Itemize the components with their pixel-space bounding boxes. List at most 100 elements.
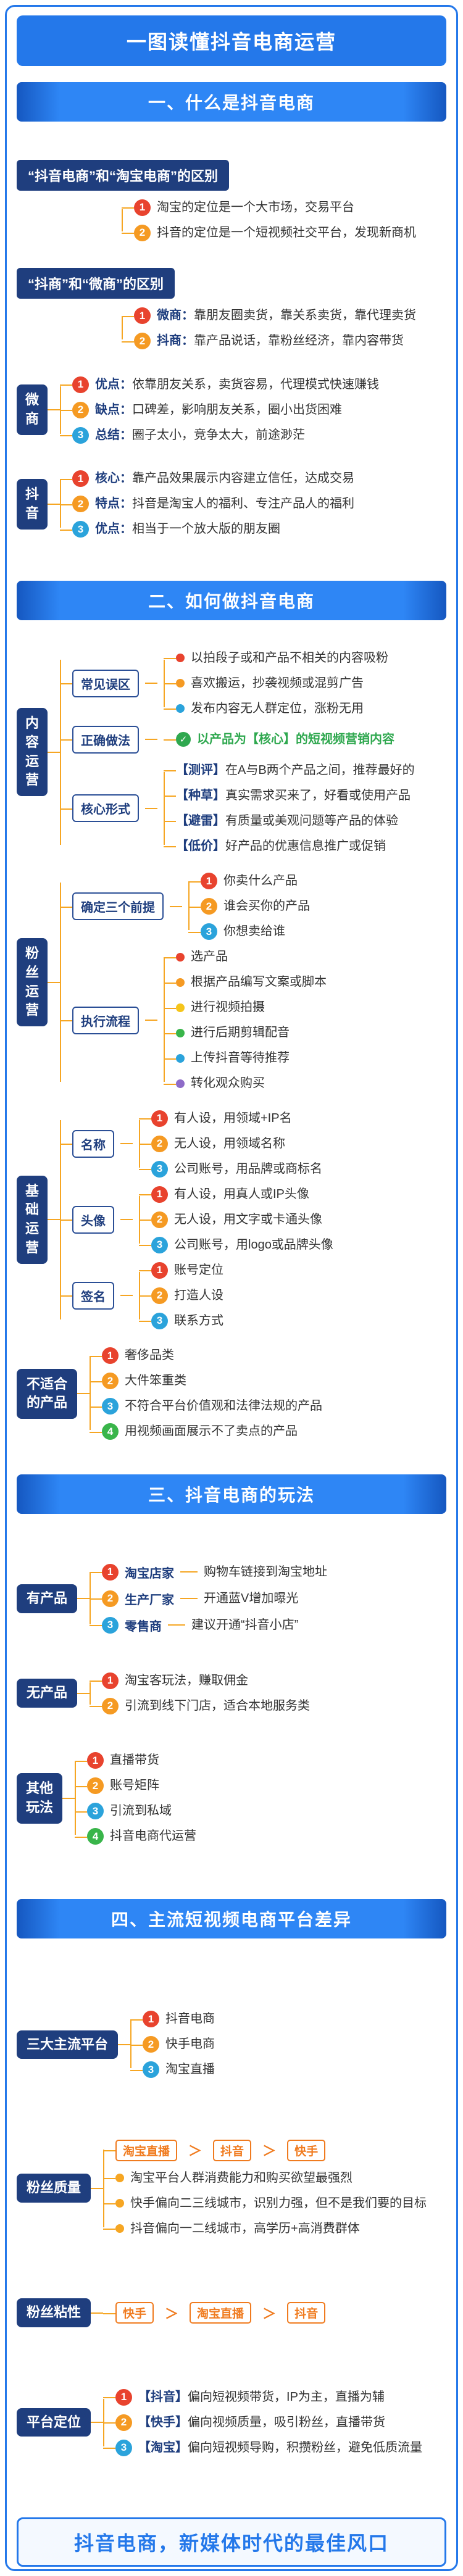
item-list: 淘宝直播 ＞ 抖音 ＞ 快手 淘宝平台人群消费能力和购买欲望最强烈 快手偏向二三… (103, 2139, 446, 2237)
item-text: 打造人设 (174, 1288, 223, 1302)
category-pill-fans-ops: 粉丝运营 (17, 938, 48, 1027)
list-item: 3 优点：相当于一个放大版的朋友圈 (60, 521, 446, 538)
item-text: 用视频画面展示不了卖点的产品 (125, 1424, 298, 1439)
item-tag: 缺点： (95, 402, 132, 417)
sub-branch-signature: 签名 1 账号定位 2 打造人设 3 联系方式 (60, 1261, 446, 1329)
ranking-row: 快手 ＞ 淘宝直播 ＞ 抖音 (103, 2302, 446, 2324)
item-tag: 特点： (95, 497, 132, 511)
item-text: 谁会买你的产品 (223, 899, 310, 913)
connector-line (77, 1598, 90, 1600)
bullet-dot-icon (176, 704, 185, 713)
item-text: 有人设，用真人或IP头像 (174, 1187, 309, 1201)
number-badge: 2 (72, 401, 89, 418)
item-text: 发布内容无人群定位，涨粉无用 (191, 701, 364, 715)
item-text: 公司账号，用品牌或商标名 (174, 1161, 322, 1176)
item-body: 抖音是淘宝人的福利、专注产品人的福利 (132, 497, 354, 511)
number-badge: 2 (87, 1777, 104, 1795)
connector-line (91, 2422, 104, 2424)
item-text: 核心：靠产品效果展示内容建立信任，达成交易 (95, 470, 354, 487)
item-list: ✓ 以产品为【核心】的短视频营销内容 (164, 731, 446, 748)
section-3-content: 有产品 1 淘宝店家 购物车链接到淘宝地址 2 生产厂家 开通蓝V增加曝光 3 (17, 1525, 446, 1883)
sub-label: 常见误区 (72, 669, 139, 697)
item-text: 开通蓝V增加曝光 (204, 1591, 299, 1605)
number-badge: 3 (151, 1236, 168, 1253)
block-unsuitable: 不适合的产品 1 奢侈品类 2 大件笨重类 3 不符合平台价值观和法律法规的产品… (17, 1347, 446, 1440)
section-1-content: “抖音电商”和“淘宝电商”的区别 1 淘宝的定位是一个大市场，交易平台 2 抖音… (17, 133, 446, 565)
connector-line (91, 2312, 104, 2314)
item-text: 你想卖给谁 (223, 924, 285, 939)
item-text: 微商：靠朋友圈卖货，靠关系卖货，靠代理卖货 (157, 307, 416, 324)
item-text: 总结：圈子太小，竞争太大，前途渺茫 (95, 427, 305, 444)
sub-branch-correct: 正确做法 ✓ 以产品为【核心】的短视频营销内容 (60, 725, 446, 754)
connector-line (48, 409, 60, 411)
category-pill-weishang: 微商 (17, 384, 48, 436)
sub-label: 核心形式 (72, 794, 139, 823)
list-item: 3 公司账号，用品牌或商标名 (139, 1160, 446, 1178)
item-body: 偏向短视频带货，IP为主，直播为辅 (188, 2390, 385, 2404)
list-item: 1 直播带货 (75, 1752, 446, 1769)
connector-line (145, 683, 157, 684)
item-list: 以拍段子或和产品不相关的内容吸粉 喜欢搬运，抄袭视频或混剪广告 发布内容无人群定… (164, 650, 446, 717)
item-text: 【抖音】偏向短视频带货，IP为主，直播为辅 (138, 2389, 385, 2406)
platform-chip: 淘宝直播 (115, 2139, 178, 2161)
number-badge: 3 (151, 1160, 168, 1178)
item-list: 选产品 根据产品编写文案或脚本 进行视频拍摄 进行后期剪辑配音 (164, 949, 446, 1092)
number-badge: 2 (102, 1373, 119, 1390)
number-badge: 2 (102, 1590, 119, 1607)
number-badge: 2 (151, 1287, 168, 1304)
ranking-row: 淘宝直播 ＞ 抖音 ＞ 快手 (103, 2139, 446, 2161)
connector-line (48, 1219, 60, 1221)
item-text: 抖商：靠产品说话，靠粉丝经济，靠内容带货 (157, 333, 404, 349)
list-item: 1 淘宝的定位是一个大市场，交易平台 (122, 199, 446, 216)
list-item: 【避雷】有质量或美观问题等产品的体验 (164, 813, 446, 829)
number-badge: 3 (201, 923, 217, 941)
correct-method-text: 以产品为【核心】的短视频营销内容 (197, 732, 394, 746)
item-tag: 【低价】 (176, 839, 225, 853)
list-item: 根据产品编写文案或脚本 (164, 974, 446, 991)
list-item: 进行后期剪辑配音 (164, 1024, 446, 1041)
item-text: 喜欢搬运，抄袭视频或混剪广告 (191, 676, 364, 690)
block-fans-ops: 粉丝运营 确定三个前提 1 你卖什么产品 2 谁会买你的产品 (17, 873, 446, 1092)
list-item: 2 打造人设 (139, 1287, 446, 1304)
item-text: 【种草】真实需求买来了，好看或使用产品 (176, 787, 411, 804)
connector-line (48, 751, 60, 753)
list-item: 2 账号矩阵 (75, 1777, 446, 1795)
item-text: 优点：依靠朋友关系，卖货容易，代理模式快速赚钱 (95, 376, 379, 393)
bullet-dot-icon (176, 1003, 185, 1012)
greater-than-sign: ＞ (188, 2143, 202, 2159)
number-badge: 1 (102, 1672, 119, 1689)
item-list: 1 直播带货 2 账号矩阵 3 引流到私域 4 抖音电商代运营 (75, 1752, 446, 1845)
block-douyin: 抖音 1 核心：靠产品效果展示内容建立信任，达成交易 2 特点：抖音是淘宝人的福… (17, 470, 446, 538)
item-body: 偏向视频质量，吸引粉丝，直播带货 (188, 2415, 386, 2429)
list-item: 以拍段子或和产品不相关的内容吸粉 (164, 650, 446, 667)
number-badge: 1 (151, 1110, 168, 1127)
item-text: 选产品 (191, 950, 228, 964)
number-badge: 3 (102, 1398, 119, 1415)
number-badge: 1 (134, 199, 151, 216)
item-text: 根据产品编写文案或脚本 (191, 975, 327, 989)
number-badge: 2 (134, 333, 151, 350)
number-badge: 1 (201, 873, 217, 890)
list-item: 3 总结：圈子太小，竞争太大，前途渺茫 (60, 426, 446, 444)
list-item: 进行视频拍摄 (164, 999, 446, 1016)
list-item: 2 快手电商 (130, 2036, 446, 2053)
section-1-title: 一、什么是抖音电商 (17, 82, 446, 122)
list-item: 1 优点：依靠朋友关系，卖货容易，代理模式快速赚钱 (60, 376, 446, 393)
connector-line (77, 1692, 90, 1694)
list-item: 1 淘宝客玩法，赚取佣金 (90, 1672, 446, 1689)
list-item: 1 账号定位 (139, 1261, 446, 1279)
item-list: 1 淘宝客玩法，赚取佣金 2 引流到线下门店，适合本地服务类 (90, 1672, 446, 1714)
item-text: 公司账号，用logo或品牌头像 (174, 1237, 333, 1252)
block-fan-sticky: 粉丝粘性 快手 ＞ 淘宝直播 ＞ 抖音 (17, 2298, 446, 2328)
sub-branch-avatar: 头像 1 有人设，用真人或IP头像 2 无人设，用文字或卡通头像 3 (60, 1186, 446, 1253)
number-badge: 1 (87, 1752, 104, 1769)
list-item: 喜欢搬运，抄袭视频或混剪广告 (164, 675, 446, 692)
number-badge: 1 (134, 307, 151, 325)
item-text: 无人设，用文字或卡通头像 (174, 1212, 322, 1226)
number-badge: 2 (102, 1697, 119, 1714)
category-pill-positioning: 平台定位 (17, 2408, 91, 2437)
item-body: 依靠朋友关系，卖货容易，代理模式快速赚钱 (132, 377, 379, 391)
platform-chip: 抖音 (213, 2139, 252, 2161)
category-pill-douyin: 抖音 (17, 479, 48, 530)
list-item: 【种草】真实需求买来了，好看或使用产品 (164, 787, 446, 804)
